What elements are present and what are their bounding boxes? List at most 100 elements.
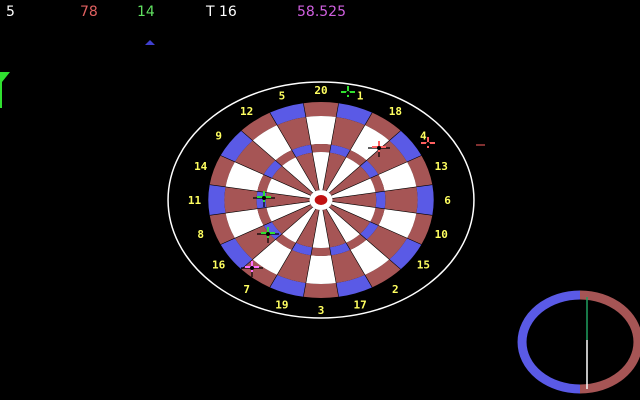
dartboard[interactable] (167, 81, 475, 319)
board-number: 15 (417, 259, 430, 272)
segment-wire (303, 209, 320, 297)
board-number: 20 (314, 84, 327, 97)
double-ring-segment[interactable] (416, 184, 434, 216)
segment-wire (322, 209, 339, 297)
segment-wire (241, 206, 314, 270)
triple-ring-segment[interactable] (263, 160, 282, 179)
double-ring-segment[interactable] (208, 184, 226, 216)
double-ring-segment[interactable] (407, 155, 433, 187)
segment-wire (303, 103, 320, 191)
triple-ring-segment[interactable] (329, 242, 351, 256)
inner-single-segment[interactable] (322, 208, 347, 248)
double-ring-segment[interactable] (407, 213, 433, 245)
gauge-right-arc (579, 290, 640, 394)
double-ring-segment[interactable] (209, 155, 235, 187)
triple-ring-segment[interactable] (370, 174, 385, 193)
board-number: 4 (420, 129, 427, 142)
double-ring-segment[interactable] (389, 130, 422, 162)
segment-wire (325, 208, 373, 288)
player-3-score: 14 (137, 4, 155, 20)
outer-single-segment[interactable] (384, 186, 418, 214)
triple-ring-segment[interactable] (346, 150, 367, 167)
segment-wire (220, 204, 311, 245)
double-ring-segment[interactable] (364, 112, 401, 141)
inner-single-segment[interactable] (312, 152, 330, 191)
segment-wire (269, 112, 317, 192)
segment-wire (322, 103, 339, 191)
darts-layer (241, 86, 439, 277)
power-gauge[interactable] (517, 290, 640, 394)
triple-ring-segment[interactable] (310, 247, 332, 257)
outer-single-segment[interactable] (331, 249, 365, 283)
inner-single-segment[interactable] (329, 166, 371, 196)
board-number: 10 (435, 228, 448, 241)
board-number: 6 (444, 194, 451, 207)
inner-single-segment[interactable] (281, 207, 316, 243)
double-ring-segment[interactable] (389, 238, 422, 270)
inner-single-segment[interactable] (331, 178, 376, 199)
hud-bar: 5 78 14 T 16 58.525 (0, 0, 640, 24)
outer-single-segment[interactable] (305, 116, 337, 145)
inner-single-segment[interactable] (295, 208, 320, 248)
triple-ring-segment[interactable] (370, 207, 385, 226)
inner-single-segment[interactable] (281, 157, 316, 193)
inner-single-segment[interactable] (326, 207, 361, 243)
outer-single-segment[interactable] (378, 208, 417, 239)
inner-single-segment[interactable] (266, 201, 311, 222)
inner-single-segment[interactable] (265, 192, 310, 208)
outer-single-segment[interactable] (378, 161, 417, 192)
triple-ring-segment[interactable] (360, 221, 379, 240)
outer-single-segment[interactable] (224, 186, 258, 214)
inner-single-segment[interactable] (326, 157, 361, 193)
outer-single-segment[interactable] (331, 117, 365, 151)
inner-single-segment[interactable] (271, 204, 313, 234)
triple-ring-segment[interactable] (275, 150, 296, 167)
triple-ring-segment[interactable] (360, 160, 379, 179)
triple-ring-segment[interactable] (257, 174, 272, 193)
board-number: 12 (240, 105, 253, 118)
triple-ring-segment[interactable] (275, 233, 296, 250)
inner-single-segment[interactable] (331, 201, 376, 222)
segment-wire (331, 155, 422, 196)
outer-single-segment[interactable] (225, 208, 264, 239)
inner-single-segment[interactable] (332, 192, 377, 208)
inner-single-segment[interactable] (295, 152, 320, 192)
double-ring-segment[interactable] (220, 238, 253, 270)
aim-marker-icon (145, 40, 155, 45)
inner-single-segment[interactable] (322, 152, 347, 192)
double-ring-segment[interactable] (269, 103, 306, 126)
double-ring-segment[interactable] (241, 112, 278, 141)
double-ring-segment[interactable] (303, 102, 339, 118)
outer-single-segment[interactable] (225, 161, 264, 192)
inner-single-segment[interactable] (266, 178, 311, 199)
triple-ring-segment[interactable] (375, 191, 386, 209)
inner-single-segment[interactable] (312, 209, 330, 248)
outer-single-segment[interactable] (305, 255, 337, 285)
outer-single-segment[interactable] (277, 117, 311, 151)
outer-single-segment[interactable] (277, 249, 311, 283)
triple-ring-segment[interactable] (263, 221, 282, 240)
bullseye[interactable] (314, 195, 328, 205)
board-number: 18 (389, 105, 402, 118)
inner-single-segment[interactable] (271, 166, 313, 196)
board-number: 16 (212, 259, 226, 272)
board-number: 13 (435, 160, 448, 173)
triple-ring-segment[interactable] (310, 144, 332, 153)
inner-single-segment[interactable] (329, 204, 371, 234)
triple-ring-segment[interactable] (257, 207, 272, 226)
segment-wire (328, 206, 401, 270)
double-ring-segment[interactable] (336, 103, 373, 126)
double-ring-segment[interactable] (364, 259, 401, 288)
segment-wire (332, 201, 433, 216)
double-ring-segment[interactable] (336, 274, 373, 297)
double-ring-segment[interactable] (220, 130, 253, 162)
triple-ring-segment[interactable] (291, 144, 313, 158)
double-ring-segment[interactable] (209, 213, 235, 245)
triple-ring-segment[interactable] (291, 242, 313, 256)
double-ring-segment[interactable] (303, 282, 339, 298)
triple-ring-segment[interactable] (346, 233, 367, 250)
triple-ring-segment[interactable] (329, 144, 351, 158)
double-ring-segment[interactable] (269, 274, 306, 297)
